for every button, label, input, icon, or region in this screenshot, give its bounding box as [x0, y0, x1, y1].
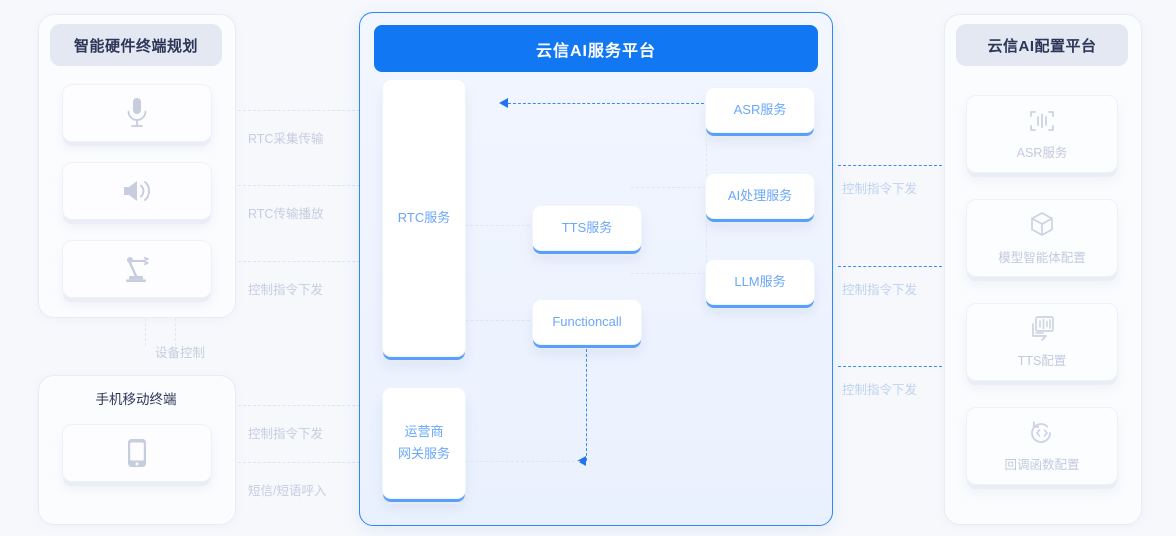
center-ai-service-panel: 云信AI服务平台 RTC服务 运营商 网关服务 TTS服务 Functionca…	[359, 12, 833, 526]
waveform-brackets-icon	[1028, 108, 1056, 134]
service-box-llm[interactable]: LLM服务	[705, 259, 815, 305]
connector-line-left-2	[238, 185, 360, 186]
connector-label-right-1: 控制指令下发	[842, 182, 918, 196]
config-card-asr[interactable]: ASR服务	[966, 95, 1118, 173]
microphone-icon	[124, 96, 150, 130]
service-box-carrier-gateway[interactable]: 运营商 网关服务	[382, 387, 466, 499]
connector-line-right-2	[838, 266, 942, 267]
right-panel-title: 云信AI配置平台	[956, 24, 1128, 66]
carrier-gateway-line1: 运营商	[404, 424, 444, 439]
connector-label-sms-call: 短信/短语呼入	[248, 484, 327, 498]
device-card-mobile-phone[interactable]	[62, 424, 212, 482]
config-card-asr-label: ASR服务	[1016, 145, 1068, 160]
connector-line-left-1	[238, 110, 360, 111]
inner-line-rtc-functioncall	[465, 320, 535, 321]
device-card-robot-arm[interactable]	[62, 240, 212, 298]
device-card-microphone[interactable]	[62, 84, 212, 142]
inner-line-gateway-return	[465, 461, 580, 462]
speaker-icon	[120, 176, 154, 206]
connector-line-device-control	[145, 318, 146, 346]
service-box-tts[interactable]: TTS服务	[532, 205, 642, 251]
mobile-panel-title: 手机移动终端	[95, 392, 177, 407]
arrow-line-functioncall-to-gateway	[586, 349, 587, 461]
connector-label-control-2: 控制指令下发	[248, 427, 324, 441]
config-card-tts[interactable]: TTS配置	[966, 303, 1118, 381]
arrow-line-asr-to-rtc	[508, 103, 704, 104]
center-panel-header: 云信AI服务平台	[374, 25, 818, 72]
code-refresh-icon	[1028, 420, 1056, 446]
config-card-tts-label: TTS配置	[1017, 354, 1067, 368]
connector-line-right-1	[838, 165, 942, 166]
mobile-phone-icon	[125, 437, 149, 469]
service-box-ai-processing[interactable]: AI处理服务	[705, 173, 815, 219]
connector-label-right-2: 控制指令下发	[842, 283, 918, 297]
inner-line-rtc-tts	[465, 225, 535, 226]
config-card-callback[interactable]: 回调函数配置	[966, 407, 1118, 485]
arrow-head-asr-to-rtc	[499, 98, 508, 108]
connector-label-rtc-capture: RTC采集传输	[248, 132, 324, 146]
config-card-model-agent-label: 模型智能体配置	[998, 250, 1086, 265]
inner-line-llm	[631, 273, 706, 274]
device-card-speaker[interactable]	[62, 162, 212, 220]
connector-line-left-4	[238, 405, 360, 406]
config-card-callback-label: 回调函数配置	[1004, 457, 1080, 472]
connector-line-device-control-2	[175, 318, 176, 346]
speech-document-icon	[1028, 315, 1056, 342]
connector-line-left-5	[238, 462, 360, 463]
connector-line-left-3	[238, 261, 360, 262]
service-box-rtc[interactable]: RTC服务	[382, 79, 466, 357]
connector-line-right-3	[838, 366, 942, 367]
cube-icon	[1029, 211, 1055, 239]
arrow-head-functioncall-to-gateway	[577, 456, 586, 466]
config-card-model-agent[interactable]: 模型智能体配置	[966, 199, 1118, 277]
carrier-gateway-line2: 网关服务	[397, 446, 450, 461]
service-box-asr[interactable]: ASR服务	[705, 87, 815, 133]
service-box-functioncall[interactable]: Functioncall	[532, 299, 642, 345]
robot-arm-icon	[120, 252, 154, 286]
connector-label-control-1: 控制指令下发	[248, 283, 324, 297]
connector-label-right-3: 控制指令下发	[842, 383, 918, 397]
left-panel-title: 智能硬件终端规划	[50, 24, 222, 66]
inner-line-ai	[631, 187, 706, 188]
connector-label-device-control: 设备控制	[155, 346, 206, 360]
connector-label-rtc-playback: RTC传输播放	[248, 207, 324, 221]
